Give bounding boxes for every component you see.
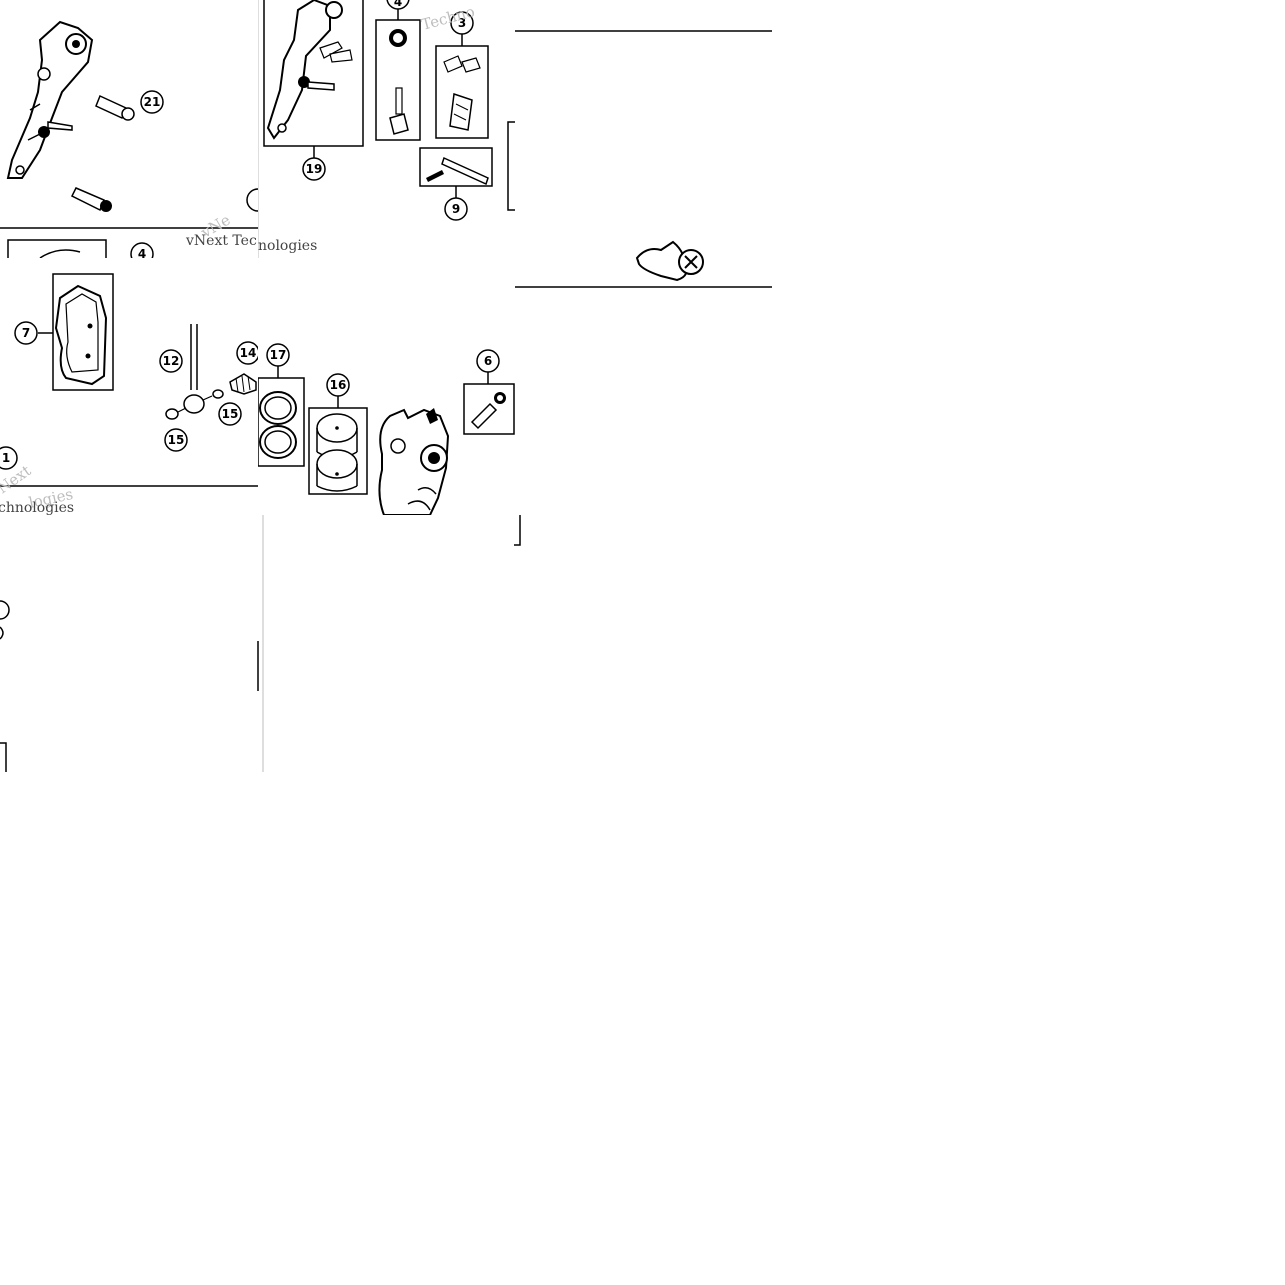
sparse-tile-diagram xyxy=(515,30,772,288)
watermark-text: chnologies xyxy=(0,500,74,515)
watermark-text: vNext Tec xyxy=(185,233,257,249)
svg-text:19: 19 xyxy=(306,162,323,176)
svg-text:14: 14 xyxy=(240,346,257,360)
svg-text:12: 12 xyxy=(163,354,180,368)
watermark-text: nologies xyxy=(258,238,317,254)
pedal-arm-diagram: 21 4 vNe vNext Tec xyxy=(0,20,258,258)
bracket-fragment xyxy=(512,515,524,547)
callout-7: 7 xyxy=(14,321,38,345)
tile-top-right xyxy=(515,0,772,289)
tile-lower-left xyxy=(0,515,264,772)
callout-14: 14 xyxy=(236,341,258,365)
tile-middle-middle: 17 16 6 xyxy=(258,258,515,515)
svg-text:9: 9 xyxy=(452,202,460,216)
callout-21: 21 xyxy=(140,90,164,114)
svg-text:17: 17 xyxy=(270,348,287,362)
svg-text:16: 16 xyxy=(330,378,347,392)
callout-6: 6 xyxy=(476,349,500,373)
svg-text:15: 15 xyxy=(222,407,239,421)
kit-contents-diagram: 19 4 3 9 Techno nologies xyxy=(258,0,515,258)
callout-1: 1 xyxy=(0,446,18,470)
svg-text:6: 6 xyxy=(484,354,492,368)
tile-middle-left: 7 12 14 15 15 1 Next logies chnologies xyxy=(0,258,258,515)
svg-text:4: 4 xyxy=(138,247,146,258)
callout-15-left: 15 xyxy=(164,428,188,452)
tile-top-left: 21 4 vNe vNext Tec xyxy=(0,0,258,258)
svg-text:7: 7 xyxy=(22,326,30,340)
callout-4-lower: 4 xyxy=(130,242,154,258)
sparse-lower-diagram xyxy=(0,515,264,772)
svg-text:4: 4 xyxy=(394,0,402,9)
brake-pad-diagram: 7 12 14 15 15 1 Next logies chnologies xyxy=(0,273,258,515)
callout-15-right: 15 xyxy=(218,402,242,426)
svg-text:1: 1 xyxy=(2,451,10,465)
tile-top-middle: 19 4 3 9 Techno nologies xyxy=(258,0,515,258)
caliper-kit-diagram: 17 16 6 xyxy=(258,343,515,515)
svg-text:21: 21 xyxy=(144,95,161,109)
svg-text:15: 15 xyxy=(168,433,185,447)
callout-9: 9 xyxy=(444,197,468,221)
callout-4: 4 xyxy=(386,0,410,10)
callout-17: 17 xyxy=(266,343,290,367)
svg-text:3: 3 xyxy=(458,16,466,30)
callout-3: 3 xyxy=(450,11,474,35)
callout-12: 12 xyxy=(159,349,183,373)
callout-16: 16 xyxy=(326,373,350,397)
callout-19: 19 xyxy=(302,157,326,181)
